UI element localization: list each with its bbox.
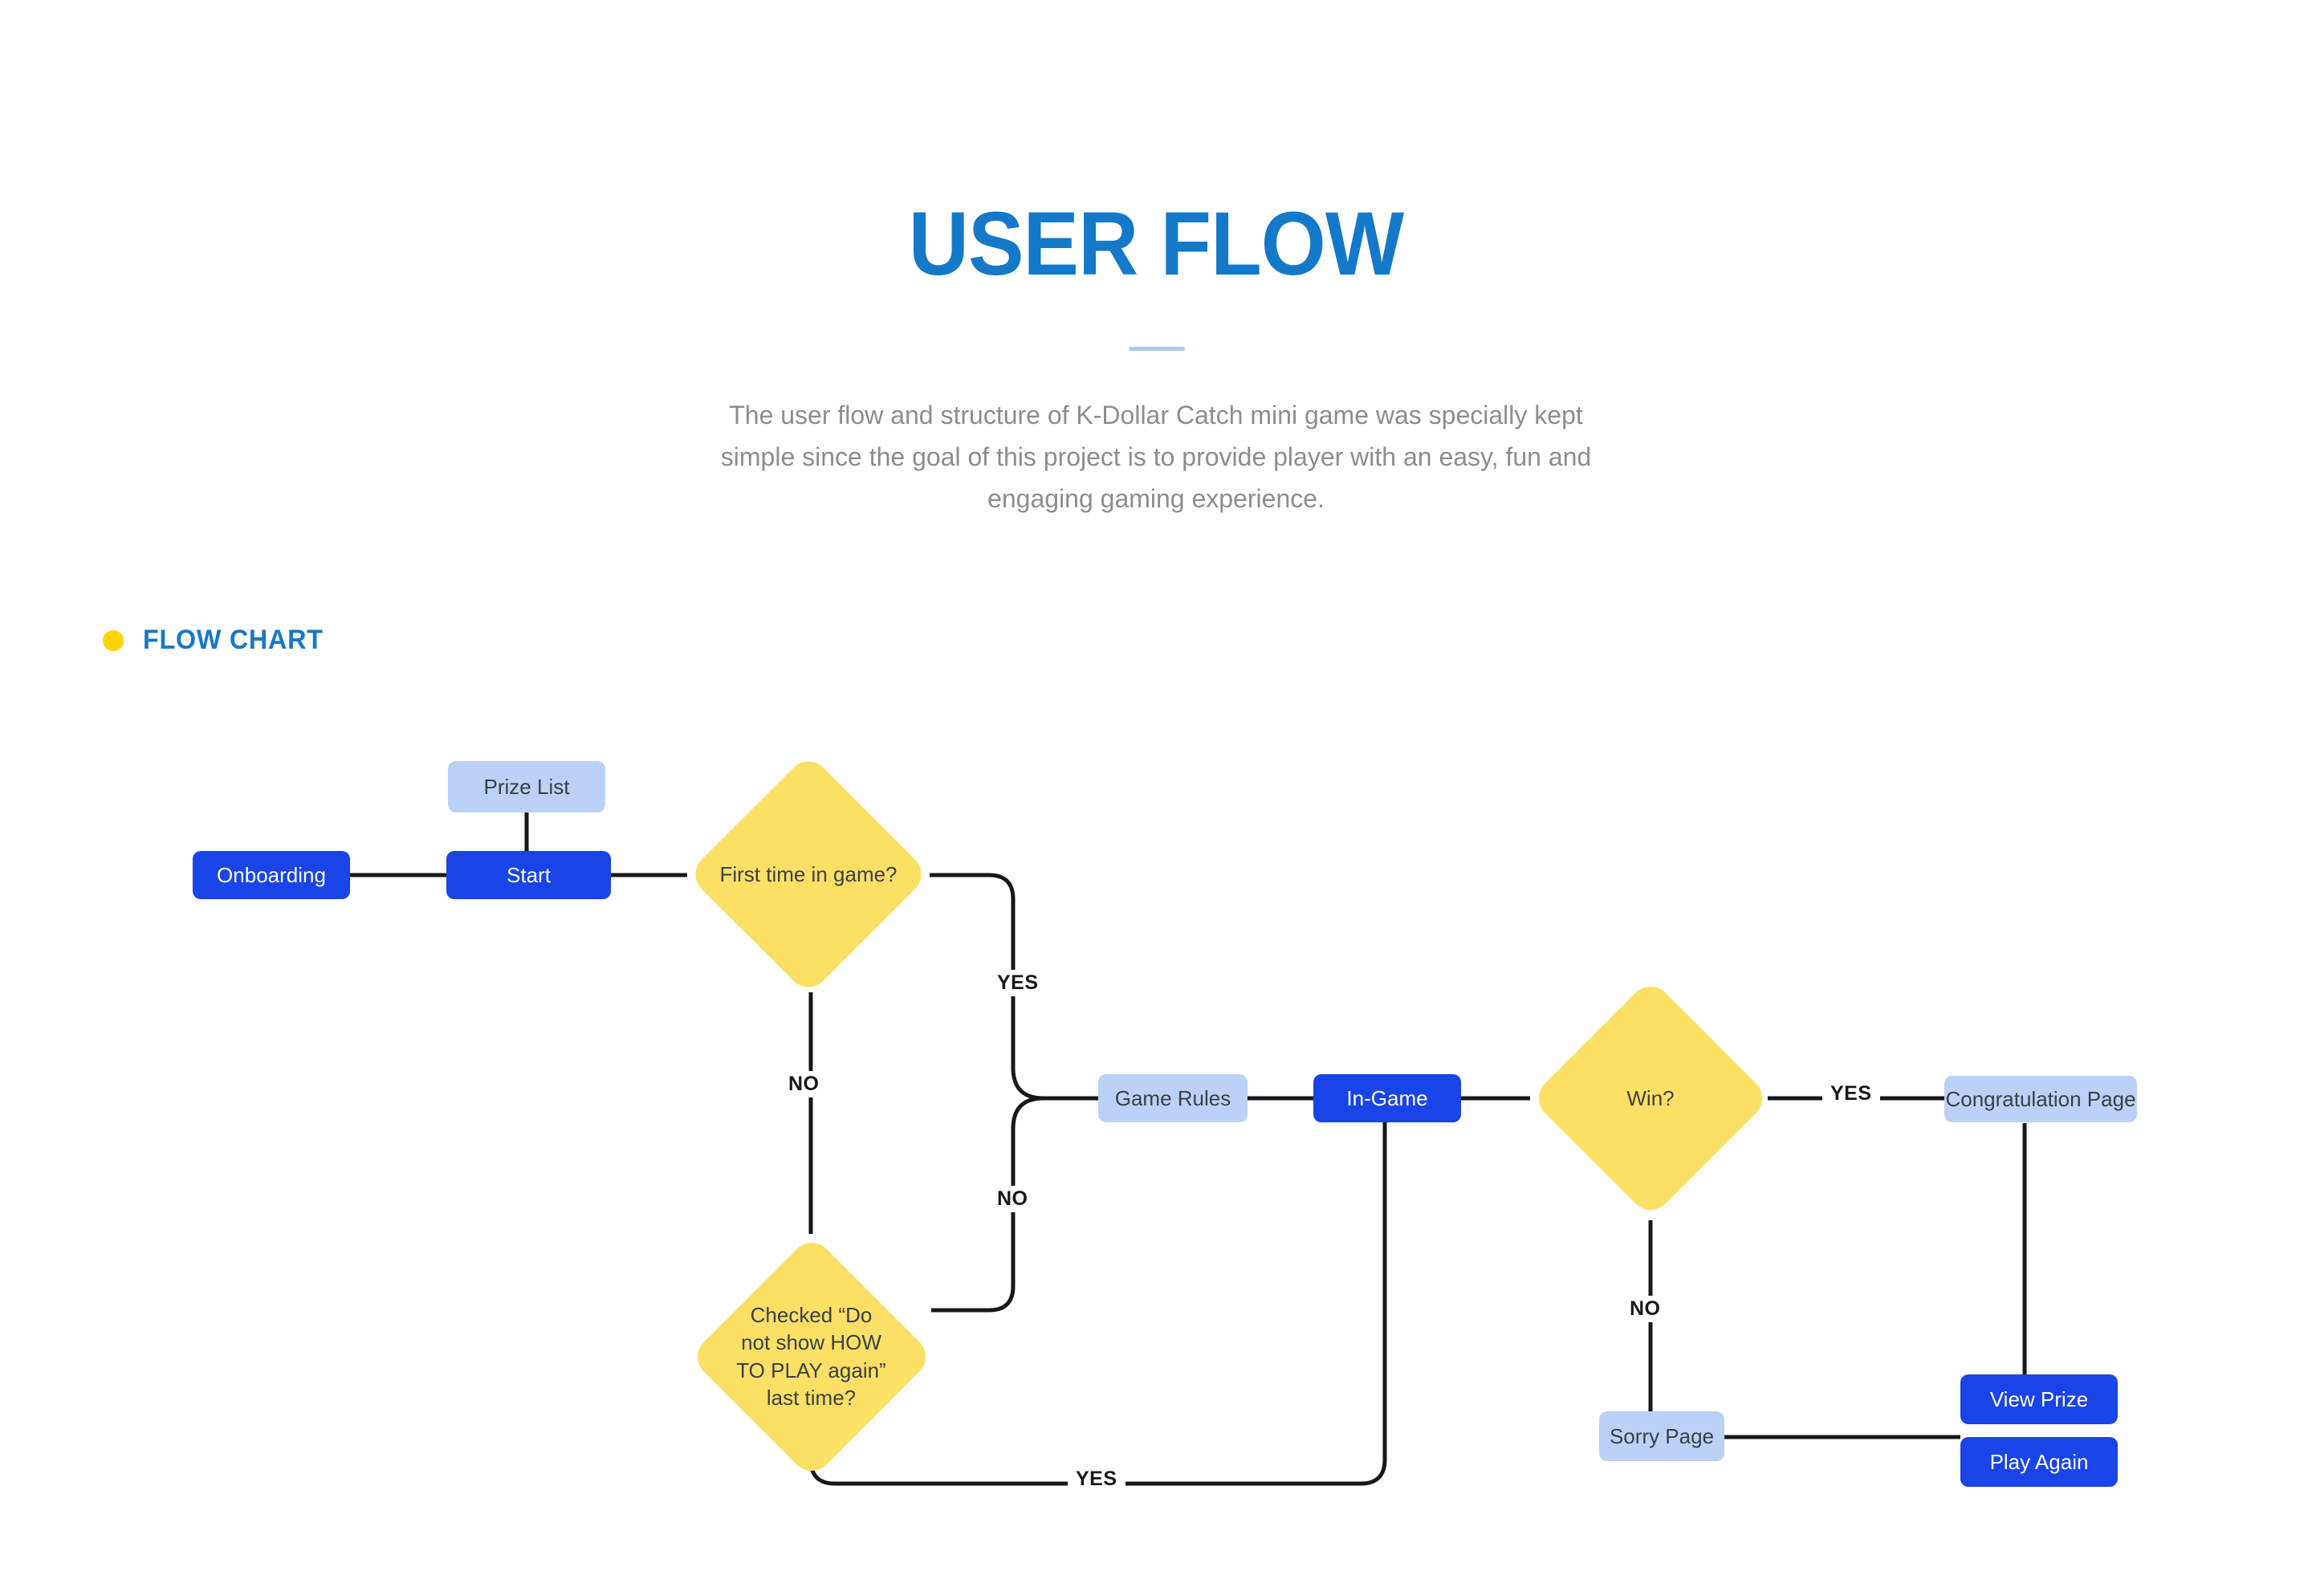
edge-label-firsttime-no: NO	[780, 1071, 828, 1097]
bullet-dot-icon	[103, 629, 124, 651]
node-onboarding[interactable]: Onboarding	[193, 851, 350, 899]
node-label: Start	[507, 862, 551, 887]
node-prize-list[interactable]: Prize List	[448, 761, 605, 812]
node-label: Checked “Do not show HOW TO PLAY again” …	[736, 1302, 886, 1410]
edge-label-checked-no: NO	[989, 1186, 1036, 1212]
node-first-time-decision[interactable]: First time in game?	[686, 752, 930, 996]
node-label: First time in game?	[719, 861, 898, 886]
section-label-text: FLOW CHART	[143, 625, 324, 655]
node-label: View Prize	[1989, 1386, 2089, 1411]
node-label: Onboarding	[217, 862, 326, 887]
node-in-game[interactable]: In-Game	[1313, 1074, 1461, 1122]
node-label: Game Rules	[1114, 1085, 1231, 1110]
edge-label-win-no: NO	[1622, 1296, 1669, 1322]
node-label: Congratulation Page	[1945, 1086, 2136, 1111]
node-checked-how-to-play-decision[interactable]: Checked “Do not show HOW TO PLAY again” …	[688, 1233, 934, 1480]
section-label: FLOW CHART	[103, 625, 333, 656]
page-title: USER FLOW	[908, 193, 1404, 294]
node-view-prize[interactable]: View Prize	[1960, 1374, 2118, 1424]
edge-label-firsttime-yes: YES	[989, 970, 1047, 996]
node-play-again[interactable]: Play Again	[1960, 1437, 2118, 1487]
title-divider	[1129, 347, 1185, 351]
node-label: Win?	[1626, 1085, 1675, 1110]
edge-label-checked-yes: YES	[1068, 1466, 1125, 1492]
page-subtitle: The user flow and structure of K-Dollar …	[720, 401, 1592, 513]
edge-label-win-yes: YES	[1822, 1081, 1880, 1107]
node-label: Sorry Page	[1609, 1423, 1715, 1448]
node-sorry-page[interactable]: Sorry Page	[1599, 1411, 1724, 1461]
node-label: Prize List	[483, 774, 570, 799]
node-game-rules[interactable]: Game Rules	[1098, 1074, 1248, 1122]
node-label: In-Game	[1346, 1085, 1428, 1110]
node-congratulation-page[interactable]: Congratulation Page	[1944, 1076, 2137, 1122]
node-label: Play Again	[1989, 1449, 2089, 1474]
node-win-decision[interactable]: Win?	[1530, 978, 1771, 1219]
node-start[interactable]: Start	[446, 851, 611, 899]
